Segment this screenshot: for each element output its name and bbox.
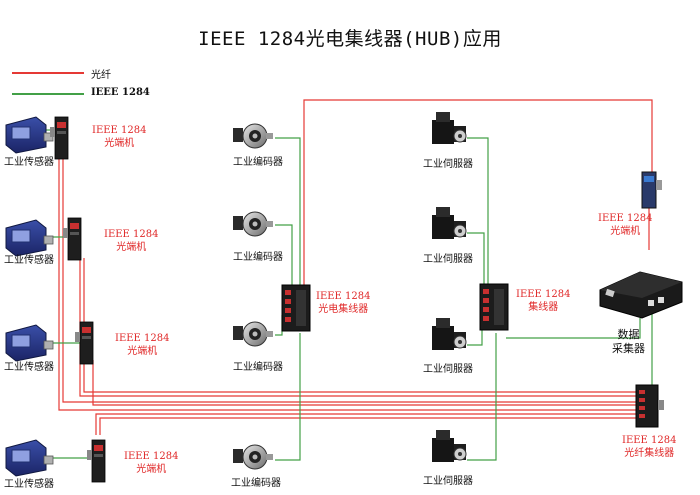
right-converter-label-line1: IEEE 1284: [598, 213, 653, 224]
servo-icon: [431, 429, 467, 463]
converter-label-line1: IEEE 1284: [124, 451, 179, 462]
collector-label: 数据 采集器: [612, 328, 645, 356]
oe-hub-label-line1: IEEE 1284: [316, 291, 371, 302]
sensor-label: 工业传感器: [4, 479, 54, 490]
converter-label-line1: IEEE 1284: [92, 125, 147, 136]
encoder-icon: [232, 211, 274, 237]
data-collector-icon: [599, 271, 683, 319]
fiber-link-5: [303, 99, 653, 288]
converter-label-line2: 光端机: [136, 464, 167, 475]
fiber-hub-icon: [635, 384, 664, 428]
converter-label-line1: IEEE 1284: [104, 229, 159, 240]
encoder-icon: [232, 444, 274, 470]
encoder-label: 工业编码器: [233, 252, 283, 263]
collector-label-line1: 数据: [617, 328, 640, 341]
encoder-label: 工业编码器: [231, 478, 281, 489]
fiber-links: [58, 99, 653, 435]
sensor-label: 工业传感器: [4, 157, 54, 168]
converter-label: IEEE 1284 光端机: [124, 450, 178, 476]
right-converter-label: IEEE 1284 光端机: [598, 212, 652, 238]
legend-ieee-line: [12, 93, 84, 95]
fiber-link-1: [58, 128, 636, 411]
fiber-link-4: [95, 413, 636, 435]
converter-label-line2: 光端机: [104, 138, 135, 149]
fiber-link-2: [79, 258, 636, 397]
converter-label: IEEE 1284 光端机: [92, 124, 146, 150]
sensor-label: 工业传感器: [4, 255, 54, 266]
collector-label-line2: 采集器: [612, 342, 645, 355]
oe-hub-label: IEEE 1284 光电集线器: [316, 290, 370, 316]
converter-label-line1: IEEE 1284: [115, 333, 170, 344]
servo-label: 工业伺服器: [423, 159, 473, 170]
hub-label-line2: 集线器: [528, 302, 559, 313]
converter-label: IEEE 1284 光端机: [115, 332, 169, 358]
right-converter-label-line2: 光端机: [610, 226, 641, 237]
ieee-link-5: [275, 137, 301, 290]
legend-fiber-line: [12, 72, 84, 74]
hub-label-line1: IEEE 1284: [516, 289, 571, 300]
converter-device-icon: [86, 439, 106, 483]
encoder-icon: [232, 123, 274, 149]
sensor-label: 工业传感器: [4, 362, 54, 373]
legend-ieee-label: IEEE 1284: [91, 87, 150, 98]
converter-label-line2: 光端机: [116, 242, 147, 253]
servo-icon: [431, 317, 467, 351]
encoder-label: 工业编码器: [233, 157, 283, 168]
fiber-link-3: [92, 360, 636, 406]
oe-hub-label-line2: 光电集线器: [318, 304, 369, 315]
legend-fiber-label: 光纤: [91, 70, 111, 81]
page-title: IEEE 1284光电集线器(HUB)应用: [198, 28, 502, 50]
hub-icon: [479, 283, 509, 331]
servo-label: 工业伺服器: [423, 476, 473, 487]
converter-label-line2: 光端机: [127, 346, 158, 357]
hub-label: IEEE 1284 集线器: [516, 288, 570, 314]
converter-label: IEEE 1284 光端机: [104, 228, 158, 254]
servo-icon: [431, 111, 467, 145]
fiber-hub-label-line2: 光纤集线器: [624, 448, 675, 459]
oe-hub-icon: [281, 284, 311, 332]
industrial-sensor-icon: [5, 116, 54, 154]
servo-label: 工业伺服器: [423, 254, 473, 265]
industrial-sensor-icon: [5, 324, 54, 362]
right-converter-icon: [641, 171, 662, 209]
encoder-icon: [232, 321, 274, 347]
industrial-sensor-icon: [5, 439, 54, 477]
fiber-hub-label-line1: IEEE 1284: [622, 435, 677, 446]
fiber-hub-label: IEEE 1284 光纤集线器: [622, 434, 676, 460]
servo-label: 工业伺服器: [423, 364, 473, 375]
encoder-label: 工业编码器: [233, 362, 283, 373]
converter-device-icon: [62, 217, 82, 261]
servo-icon: [431, 206, 467, 240]
